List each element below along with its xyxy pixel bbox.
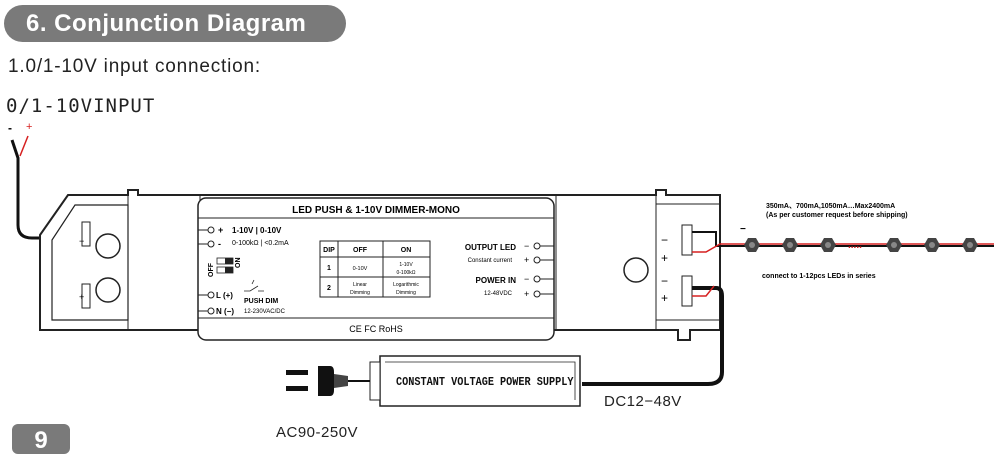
dip-row1-on-1: 1-10V (399, 262, 413, 268)
dim-plus-label: + (218, 225, 223, 235)
N-label: N (−) (216, 307, 234, 316)
wire-plus-mark: + (26, 121, 32, 133)
push-switch-symbol (244, 279, 264, 292)
power-in-label: POWER IN (476, 276, 517, 285)
push-dim-label: PUSH DIM (244, 298, 278, 305)
cert-marks: CE FC RoHS (349, 324, 403, 334)
input-wire-red-tip (19, 135, 29, 157)
power-plus: + (524, 289, 529, 299)
dip-row1-off: 0-10V (353, 266, 368, 272)
led-1 (744, 238, 760, 252)
next-section-number: 9 (12, 424, 70, 454)
push-volt-label: 12-230VAC/DC (244, 309, 286, 315)
terminal-right-plus-2: + (661, 291, 668, 305)
input-wire-black (10, 139, 84, 240)
output-plus: + (524, 255, 529, 265)
output-led-label: OUTPUT LED (465, 243, 516, 252)
device-title: LED PUSH & 1-10V DIMMER-MONO (292, 205, 460, 216)
strip-spec-2: (As per customer request before shipping… (766, 212, 908, 219)
led-wire-black (692, 231, 994, 247)
led-2 (782, 238, 798, 252)
conjunction-diagram: - + − + − + − + LED PUSH & 1-10V DIMMER-… (8, 121, 994, 407)
led-6 (962, 238, 978, 252)
dip-row2-off-1: Linear (353, 282, 367, 288)
output-minus: − (524, 241, 529, 251)
section-title: 6. Conjunction Diagram (4, 5, 346, 42)
dip-row1-num: 1 (327, 265, 331, 272)
subtitle: 1.0/1-10V input connection: (8, 56, 261, 77)
led-wire-red (692, 243, 994, 253)
dip-row2-on-1: Logarithmic (393, 282, 419, 288)
led-3 (820, 238, 836, 252)
psu-dc-wire-red (692, 285, 715, 297)
led-4 (886, 238, 902, 252)
power-supply-box (369, 355, 581, 407)
terminal-right-minus-1: − (661, 233, 668, 247)
input-label: 0/1-10VINPUT (6, 95, 156, 117)
dip-row2-off-2: Dimming (350, 290, 370, 296)
dim-minus-terminal (207, 240, 215, 248)
dim-spec-2: 0-100kΩ | <0.2mA (232, 240, 289, 247)
dim-plus-terminal (207, 226, 215, 234)
power-supply-label: CONSTANT VOLTAGE POWER SUPPLY (396, 375, 574, 389)
dip-header-dip: DIP (323, 247, 335, 254)
output-terminals (533, 242, 554, 298)
wire-minus-mark: - (8, 121, 12, 135)
strip-series-note: connect to 1-12pcs LEDs in series (762, 273, 876, 280)
dip-row1-on-2: 0-100kΩ (396, 270, 415, 276)
terminal-right-minus-2: − (661, 274, 668, 288)
switch-off-label: OFF (208, 262, 215, 277)
led-chain (744, 238, 978, 252)
dim-minus-label: - (218, 239, 221, 249)
dip-table (319, 240, 431, 298)
terminal-left-minus: − (79, 236, 84, 246)
power-minus: − (524, 274, 529, 284)
power-volt-label: 12-48VDC (484, 291, 513, 297)
strip-dots: ..... (848, 240, 862, 251)
L-label: L (+) (216, 291, 233, 300)
N-terminal (207, 307, 215, 315)
dip-row2-on-2: Dimming (396, 290, 416, 296)
led-5 (924, 238, 940, 252)
dip-switch (216, 257, 234, 274)
terminal-left-plus: + (79, 292, 84, 302)
constant-current-label: Constant current (468, 258, 513, 264)
psu-dc-wire (582, 286, 724, 386)
dip-header-off: OFF (353, 247, 368, 254)
dc-voltage-label: DC12−48V (604, 393, 682, 410)
switch-on-label: ON (235, 258, 242, 269)
strip-spec-1: 350mA、700mA,1050mA…Max2400mA (766, 203, 895, 210)
terminal-right-plus-1: + (661, 251, 668, 265)
dim-spec-1: 1-10V | 0-10V (232, 226, 282, 235)
ac-voltage-label: AC90-250V (276, 424, 359, 441)
L-terminal (207, 291, 215, 299)
dip-header-on: ON (401, 247, 412, 254)
ac-plug-icon (286, 366, 370, 396)
strip-minus: − (740, 224, 746, 235)
dip-row2-num: 2 (327, 285, 331, 292)
